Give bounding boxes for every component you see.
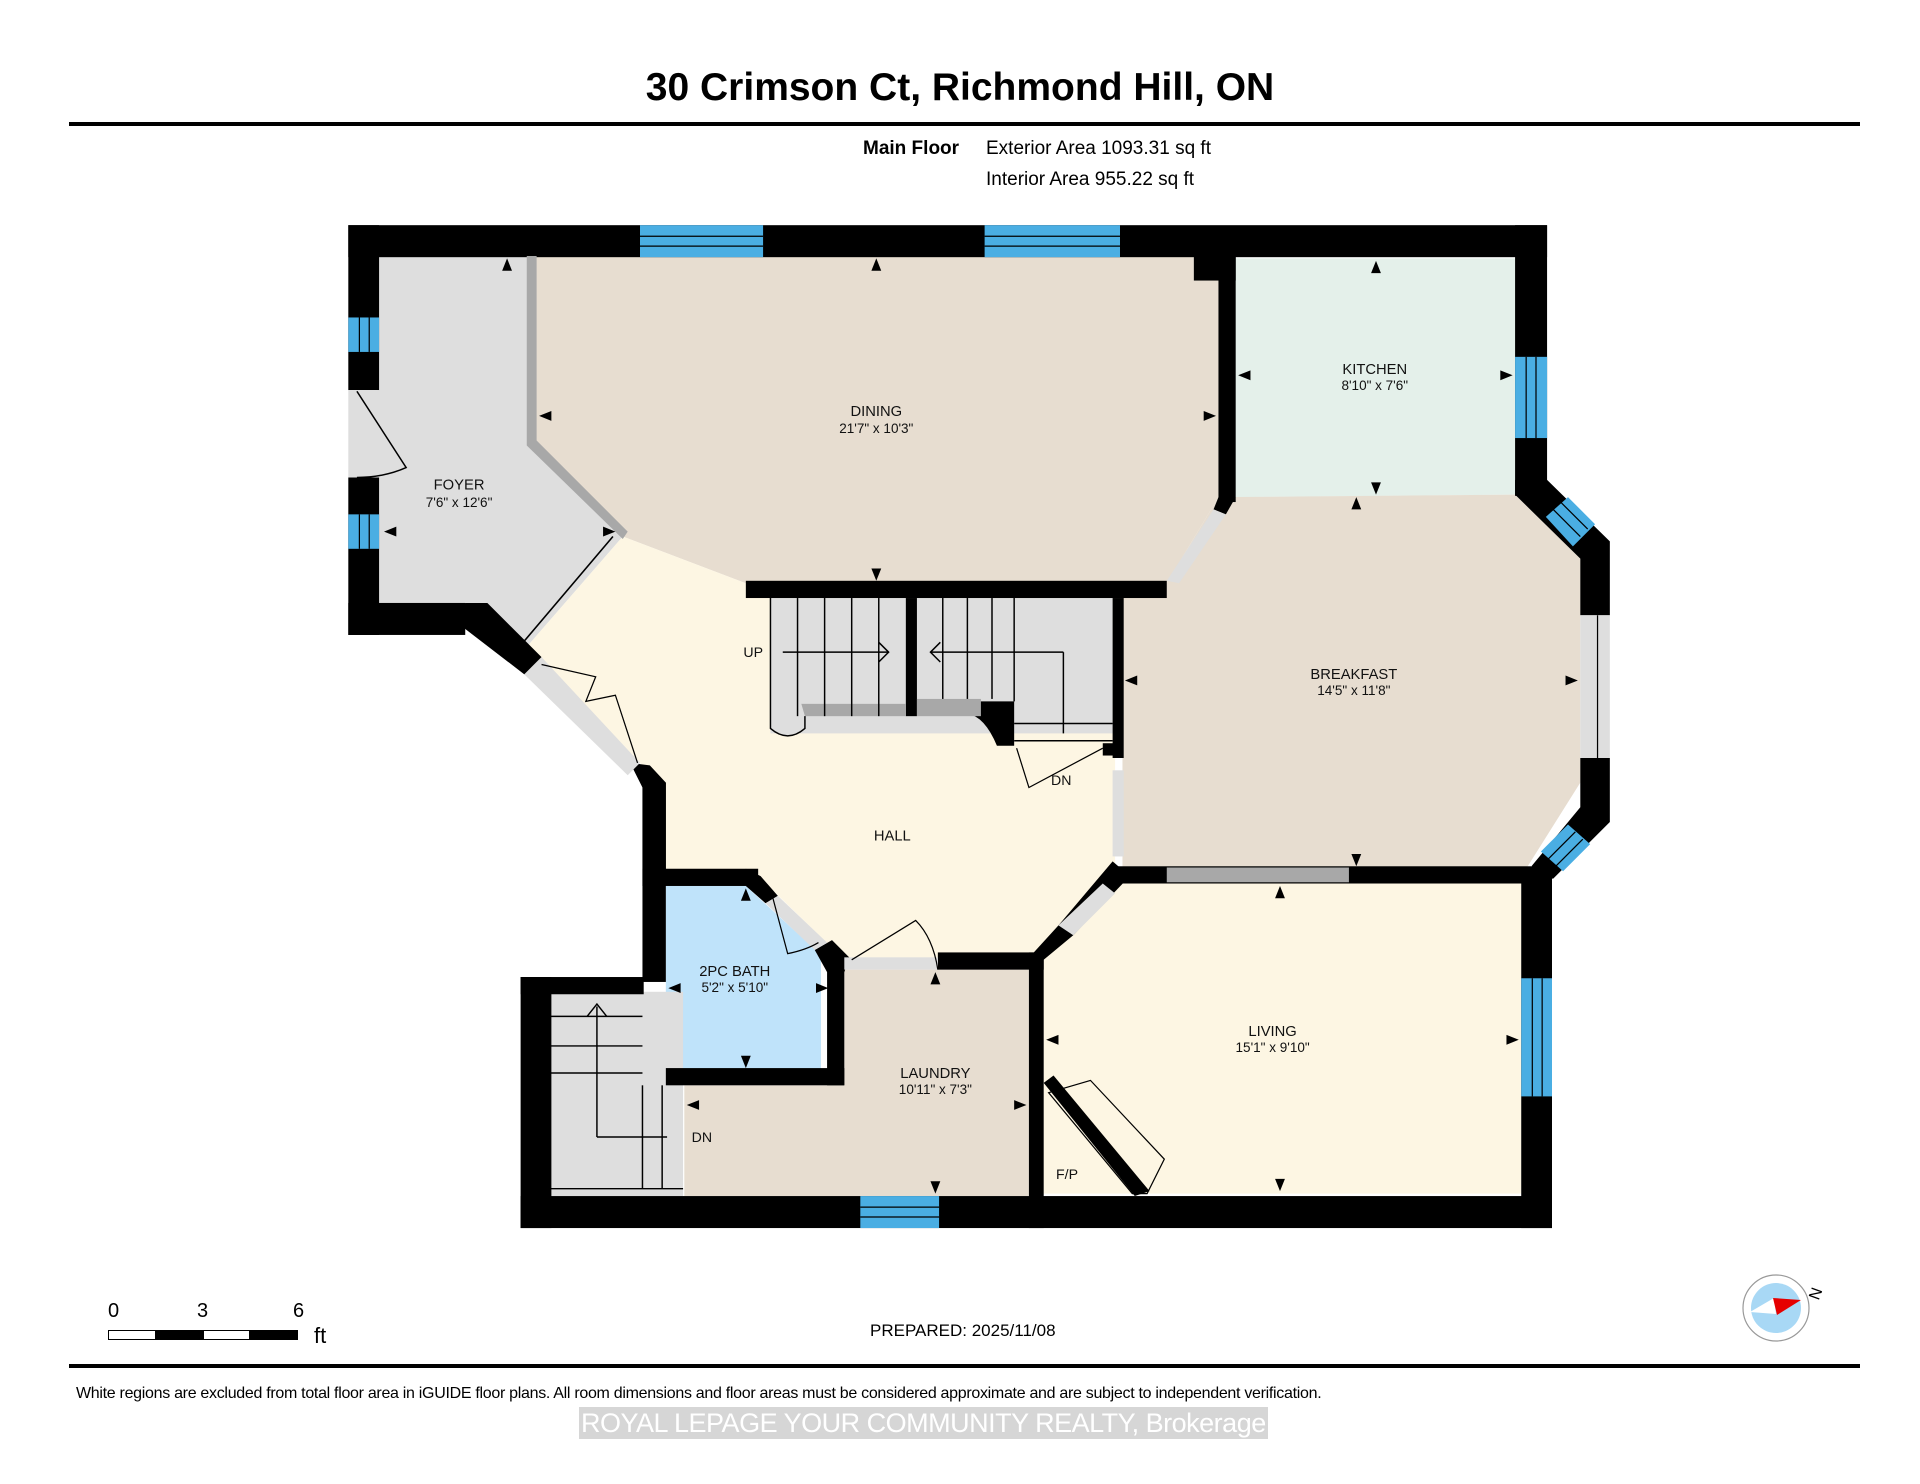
room-floors	[377, 255, 1581, 1197]
disclaimer: White regions are excluded from total fl…	[76, 1385, 1322, 1402]
room-dims-bath: 5'2" x 5'10"	[701, 980, 768, 995]
room-name-kitchen: KITCHEN	[1342, 362, 1407, 378]
living-floor	[1043, 883, 1522, 1194]
window-kitchen	[1515, 356, 1548, 439]
front-door-swing	[356, 390, 408, 479]
basement-stairs-floor	[550, 991, 684, 1197]
room-dims-foyer: 7'6" x 12'6"	[426, 495, 493, 510]
main-stairs	[769, 598, 1113, 742]
dining-floor	[532, 255, 1219, 584]
room-labels: FOYER 7'6" x 12'6" DINING 21'7" x 10'3" …	[426, 362, 1409, 1182]
window-breakfast-bay-top	[1545, 497, 1596, 547]
window-foyer-1	[348, 317, 380, 352]
window-foyer-2	[348, 514, 380, 549]
scale-tick-0: 0	[108, 1300, 120, 1322]
dimension-arrows	[384, 258, 1578, 1194]
prepared-date: PREPARED: 2025/11/08	[870, 1321, 1056, 1340]
room-name-hall: HALL	[874, 828, 911, 844]
title-divider	[69, 122, 1860, 126]
room-name-laundry: LAUNDRY	[900, 1066, 970, 1082]
room-name-foyer: FOYER	[434, 478, 485, 494]
room-name-dining: DINING	[850, 404, 902, 420]
room-dims-kitchen: 8'10" x 7'6"	[1341, 378, 1408, 393]
fireplace-label: F/P	[1056, 1166, 1078, 1182]
scale-segment-1	[108, 1330, 156, 1340]
scale-segment-2	[155, 1330, 204, 1340]
stairs-down-label-basement: DN	[692, 1129, 712, 1145]
room-dims-breakfast: 14'5" x 11'8"	[1317, 683, 1390, 698]
window-living	[1521, 978, 1552, 1097]
scale-segment-4	[249, 1330, 298, 1340]
property-title: 30 Crimson Ct, Richmond Hill, ON	[645, 66, 1275, 109]
room-name-living: LIVING	[1248, 1024, 1296, 1040]
interior-area: Interior Area 955.22 sq ft	[986, 169, 1195, 190]
windows	[348, 225, 1596, 1229]
window-laundry	[860, 1196, 940, 1229]
compass: N	[1742, 1272, 1832, 1344]
north-label: N	[1806, 1286, 1826, 1303]
breakfast-floor	[1122, 494, 1581, 869]
walls	[348, 225, 1610, 1229]
room-name-bath: 2PC BATH	[699, 964, 770, 980]
stairs-down-label-main: DN	[1051, 772, 1071, 788]
footer-divider	[69, 1364, 1860, 1368]
floor-label: Main Floor	[863, 138, 960, 159]
stairs-up-label: UP	[743, 644, 763, 660]
window-breakfast-bay-bottom	[1540, 824, 1591, 872]
fireplace	[1047, 1079, 1166, 1195]
window-dining-1	[640, 225, 764, 258]
scale-tick-6: 6	[293, 1300, 305, 1322]
foyer-floor	[377, 255, 623, 650]
laundry-floor	[684, 969, 1029, 1197]
kitchen-floor	[1235, 258, 1516, 498]
brokerage-watermark: ROYAL LEPAGE YOUR COMMUNITY REALTY, Brok…	[579, 1407, 1268, 1439]
scale-segment-3	[203, 1330, 250, 1340]
room-dims-laundry: 10'11" x 7'3"	[899, 1082, 972, 1097]
window-dining-2	[984, 225, 1120, 258]
doors-openings	[348, 255, 1610, 970]
basement-stairs	[550, 1002, 684, 1190]
room-dims-dining: 21'7" x 10'3"	[839, 421, 913, 436]
scale-tick-3: 3	[197, 1300, 209, 1322]
scale-unit: ft	[314, 1323, 327, 1348]
compass-icon: N	[1742, 1274, 1826, 1342]
room-name-breakfast: BREAKFAST	[1310, 667, 1397, 683]
room-dims-living: 15'1" x 9'10"	[1236, 1040, 1310, 1055]
exterior-area: Exterior Area 1093.31 sq ft	[986, 138, 1211, 159]
scale-bar: 0 3 6 ft	[108, 1300, 358, 1350]
